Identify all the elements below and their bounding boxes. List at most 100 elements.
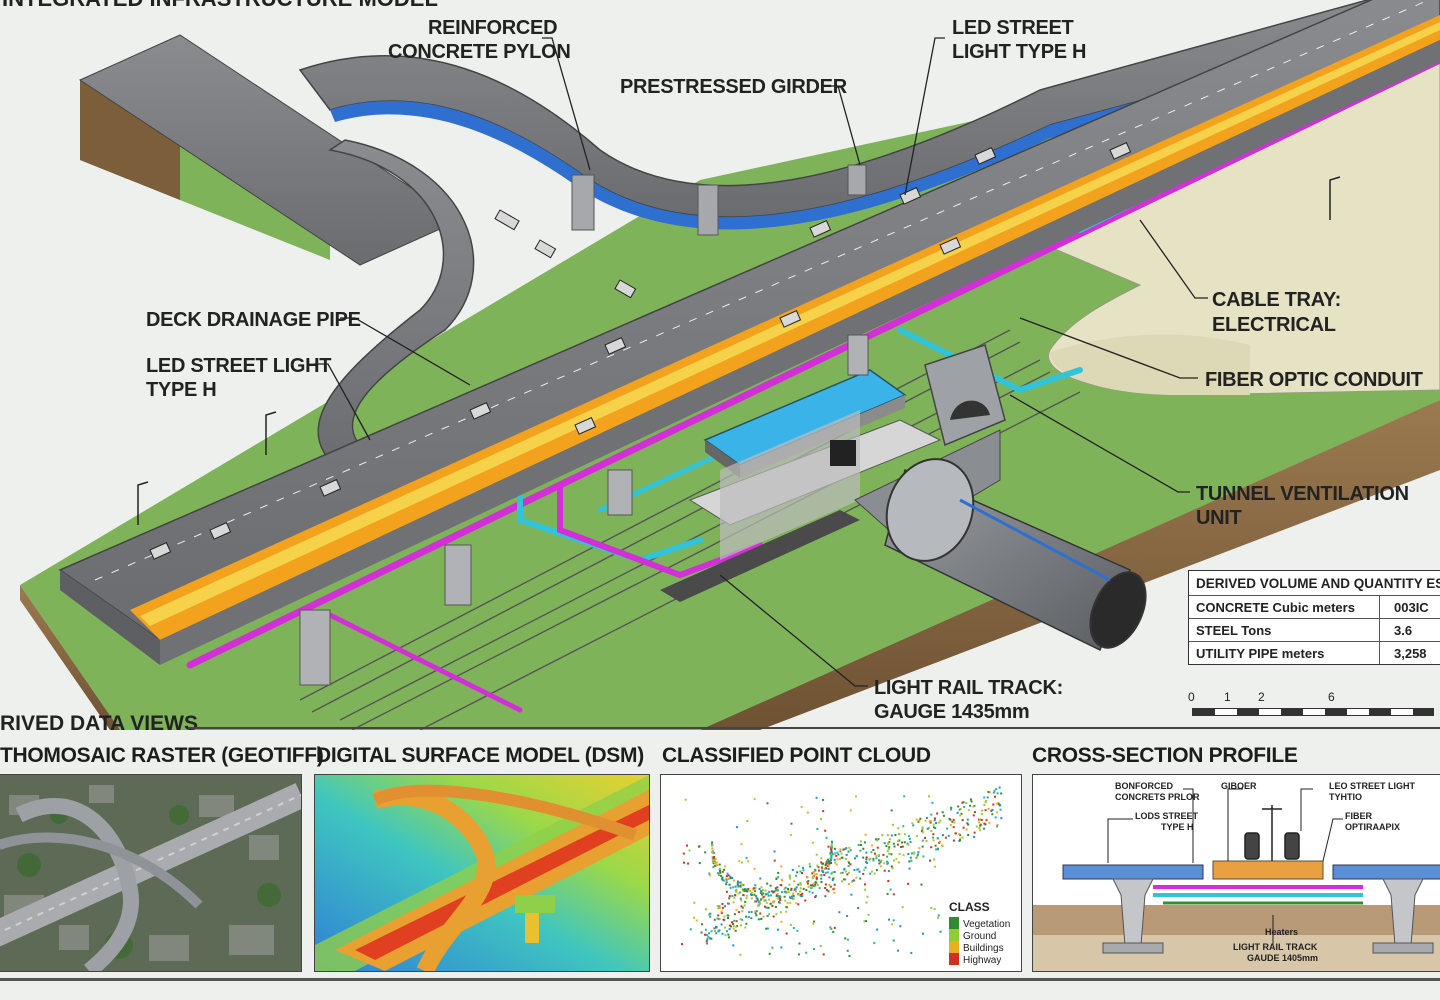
- point-cloud-point: [811, 841, 814, 844]
- point-cloud-point: [892, 893, 895, 896]
- point-cloud-point: [739, 891, 742, 894]
- point-cloud-point: [890, 809, 893, 812]
- point-cloud-point: [793, 880, 796, 883]
- legend-item: Buildings: [963, 943, 1004, 954]
- point-cloud-point: [734, 885, 737, 888]
- point-cloud-point: [830, 854, 833, 857]
- point-cloud-point: [830, 872, 833, 875]
- point-cloud-point: [832, 877, 835, 880]
- point-cloud-point: [807, 880, 810, 883]
- point-cloud-point: [839, 850, 842, 853]
- point-cloud-point: [806, 811, 809, 814]
- point-cloud-point: [929, 821, 932, 824]
- cross-section-pane: BONFORCED CONCRETS PRLOR GIBOER LEO STRE…: [1032, 774, 1440, 972]
- point-cloud-point: [970, 800, 973, 803]
- point-cloud-point: [827, 890, 830, 893]
- point-cloud-pane: CLASS Vegetation Ground Buildings Highwa…: [660, 774, 1022, 972]
- point-cloud-point: [865, 920, 868, 923]
- point-cloud-point: [812, 882, 815, 885]
- point-cloud-point: [938, 821, 941, 824]
- point-cloud-point: [875, 857, 878, 860]
- point-cloud-point: [859, 849, 862, 852]
- point-cloud-point: [757, 904, 760, 907]
- point-cloud-point: [750, 917, 753, 920]
- svg-text:Buildings: Buildings: [963, 943, 1004, 954]
- point-cloud-point: [840, 880, 843, 883]
- point-cloud-point: [725, 875, 728, 878]
- point-cloud-point: [893, 845, 896, 848]
- point-cloud-point: [913, 851, 916, 854]
- point-cloud-point: [693, 901, 696, 904]
- point-cloud-point: [917, 820, 920, 823]
- point-cloud-point: [889, 888, 892, 891]
- point-cloud-point: [781, 879, 784, 882]
- point-cloud-point: [972, 814, 975, 817]
- point-cloud-point: [705, 940, 708, 943]
- xs-label-pylon-1: BONFORCED: [1115, 781, 1173, 791]
- point-cloud-point: [742, 884, 745, 886]
- point-cloud-point: [946, 827, 949, 830]
- xs-label-mid: Heaters: [1265, 927, 1298, 937]
- table-cell-label: UTILITY PIPE meters: [1189, 642, 1380, 664]
- point-cloud-point: [847, 865, 850, 868]
- point-cloud-point: [716, 917, 719, 920]
- point-cloud-point: [792, 895, 795, 897]
- point-cloud-image: CLASS Vegetation Ground Buildings Highwa…: [661, 775, 1021, 971]
- point-cloud-point: [890, 834, 893, 837]
- point-cloud-point: [776, 886, 779, 889]
- point-cloud-point: [951, 820, 954, 823]
- point-cloud-point: [859, 844, 862, 846]
- point-cloud-point: [898, 833, 901, 836]
- point-cloud-point: [704, 851, 707, 854]
- point-cloud-point: [987, 807, 990, 810]
- point-cloud-point: [886, 892, 889, 895]
- point-cloud-point: [808, 862, 811, 865]
- svg-text:Ground: Ground: [963, 931, 996, 942]
- point-cloud-point: [902, 854, 905, 856]
- point-cloud-point: [794, 890, 797, 893]
- point-cloud-point: [830, 855, 833, 858]
- point-cloud-point: [827, 864, 830, 867]
- point-cloud-point: [802, 869, 805, 872]
- point-cloud-point: [869, 872, 872, 875]
- point-cloud-point: [833, 883, 836, 886]
- point-cloud-point: [732, 927, 735, 930]
- point-cloud-point: [996, 811, 999, 814]
- point-cloud-point: [862, 856, 865, 859]
- point-cloud-point: [814, 873, 817, 876]
- point-cloud-point: [738, 911, 741, 914]
- point-cloud-point: [933, 817, 936, 820]
- point-cloud-point: [708, 932, 711, 935]
- point-cloud-point: [684, 798, 687, 801]
- point-cloud-point: [752, 888, 755, 891]
- point-cloud-point: [973, 804, 976, 807]
- dsm-image: [315, 775, 649, 971]
- point-cloud-point: [811, 891, 814, 894]
- point-cloud-point: [880, 859, 883, 862]
- point-cloud-point: [739, 884, 742, 887]
- point-cloud-point: [745, 897, 748, 900]
- legend-swatch: [949, 929, 959, 941]
- point-cloud-point: [799, 883, 802, 886]
- svg-text:CONCRETS PRLOR: CONCRETS PRLOR: [1115, 792, 1200, 802]
- quantity-table-header: DERIVED VOLUME AND QUANTITY ESTI: [1196, 575, 1440, 591]
- point-cloud-point: [833, 926, 836, 929]
- point-cloud-point: [959, 814, 962, 817]
- point-cloud-point: [741, 910, 744, 913]
- point-cloud-point: [802, 866, 805, 869]
- point-cloud-point: [877, 838, 880, 841]
- point-cloud-point: [749, 893, 752, 896]
- point-cloud-point: [732, 901, 735, 904]
- point-cloud-point: [742, 894, 745, 897]
- callout-light-top-2: LIGHT TYPE H: [952, 41, 1086, 63]
- point-cloud-point: [831, 840, 833, 843]
- callout-cable-tray-2: ELECTRICAL: [1212, 314, 1336, 336]
- point-cloud-point: [906, 842, 909, 845]
- table-row: CONCRETE Cubic meters 003IC: [1189, 595, 1440, 618]
- point-cloud-point: [790, 887, 793, 890]
- point-cloud-point: [988, 791, 991, 794]
- point-cloud-point: [764, 889, 767, 892]
- point-cloud-point: [852, 879, 855, 882]
- point-cloud-point: [802, 887, 805, 890]
- point-cloud-point: [958, 833, 961, 836]
